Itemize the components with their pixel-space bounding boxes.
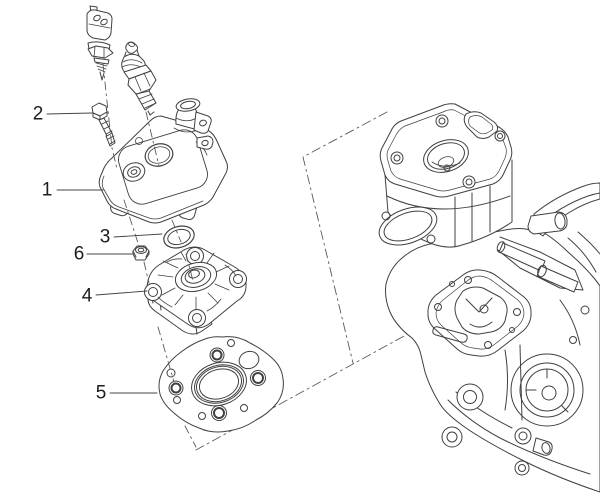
nut — [132, 245, 150, 261]
head-cover — [98, 98, 228, 224]
crankcase-bolt-ears — [441, 383, 553, 476]
head-gasket — [158, 336, 284, 433]
callout-label-3: 3 — [100, 227, 111, 248]
temperature-sensor — [86, 5, 114, 81]
callout-label-1: 1 — [42, 180, 53, 201]
cylinder-base-face — [427, 269, 532, 357]
head-to-gasket-axis — [157, 326, 175, 383]
centre-lines — [102, 63, 197, 448]
combustion-dome — [174, 261, 218, 293]
callout-4: 4 — [82, 286, 148, 307]
head-corner-bosses — [144, 247, 247, 327]
crank-bearing-bore — [510, 353, 584, 427]
exhaust-flange — [378, 206, 438, 246]
oring-to-dome-axis — [185, 253, 194, 282]
cylinder-studs — [496, 236, 584, 293]
callout-label-6: 6 — [74, 244, 85, 265]
cylinder-head — [144, 246, 247, 335]
engine-mount-boss — [527, 211, 568, 235]
gasket-bore — [191, 361, 247, 407]
cylinder-bolt-holes — [390, 114, 506, 189]
sensor-boss — [122, 162, 146, 182]
cylinder — [378, 103, 513, 248]
callout-label-2: 2 — [33, 104, 44, 125]
callout-3: 3 — [100, 227, 163, 248]
callout-2: 2 — [33, 104, 93, 125]
spark-plug — [121, 41, 157, 116]
callouts: 1 2 3 4 5 6 — [33, 104, 163, 404]
callout-label-4: 4 — [82, 286, 93, 307]
callout-6: 6 — [74, 244, 133, 265]
crankcase — [385, 182, 600, 493]
coolant-neck — [173, 98, 202, 133]
bolt — [91, 102, 116, 147]
sensor-axis — [102, 63, 118, 170]
callout-5: 5 — [96, 383, 158, 404]
gasket-axis-tail — [184, 425, 197, 448]
gasket-grommets — [170, 349, 264, 419]
boss-to-nut-axis — [123, 199, 140, 247]
callout-1: 1 — [42, 180, 104, 201]
plug-axis-lower — [171, 219, 182, 243]
callout-label-5: 5 — [96, 383, 107, 404]
nut-to-head-axis — [143, 261, 150, 284]
cover-centre-hole — [144, 143, 174, 167]
transfer-port — [463, 111, 499, 139]
